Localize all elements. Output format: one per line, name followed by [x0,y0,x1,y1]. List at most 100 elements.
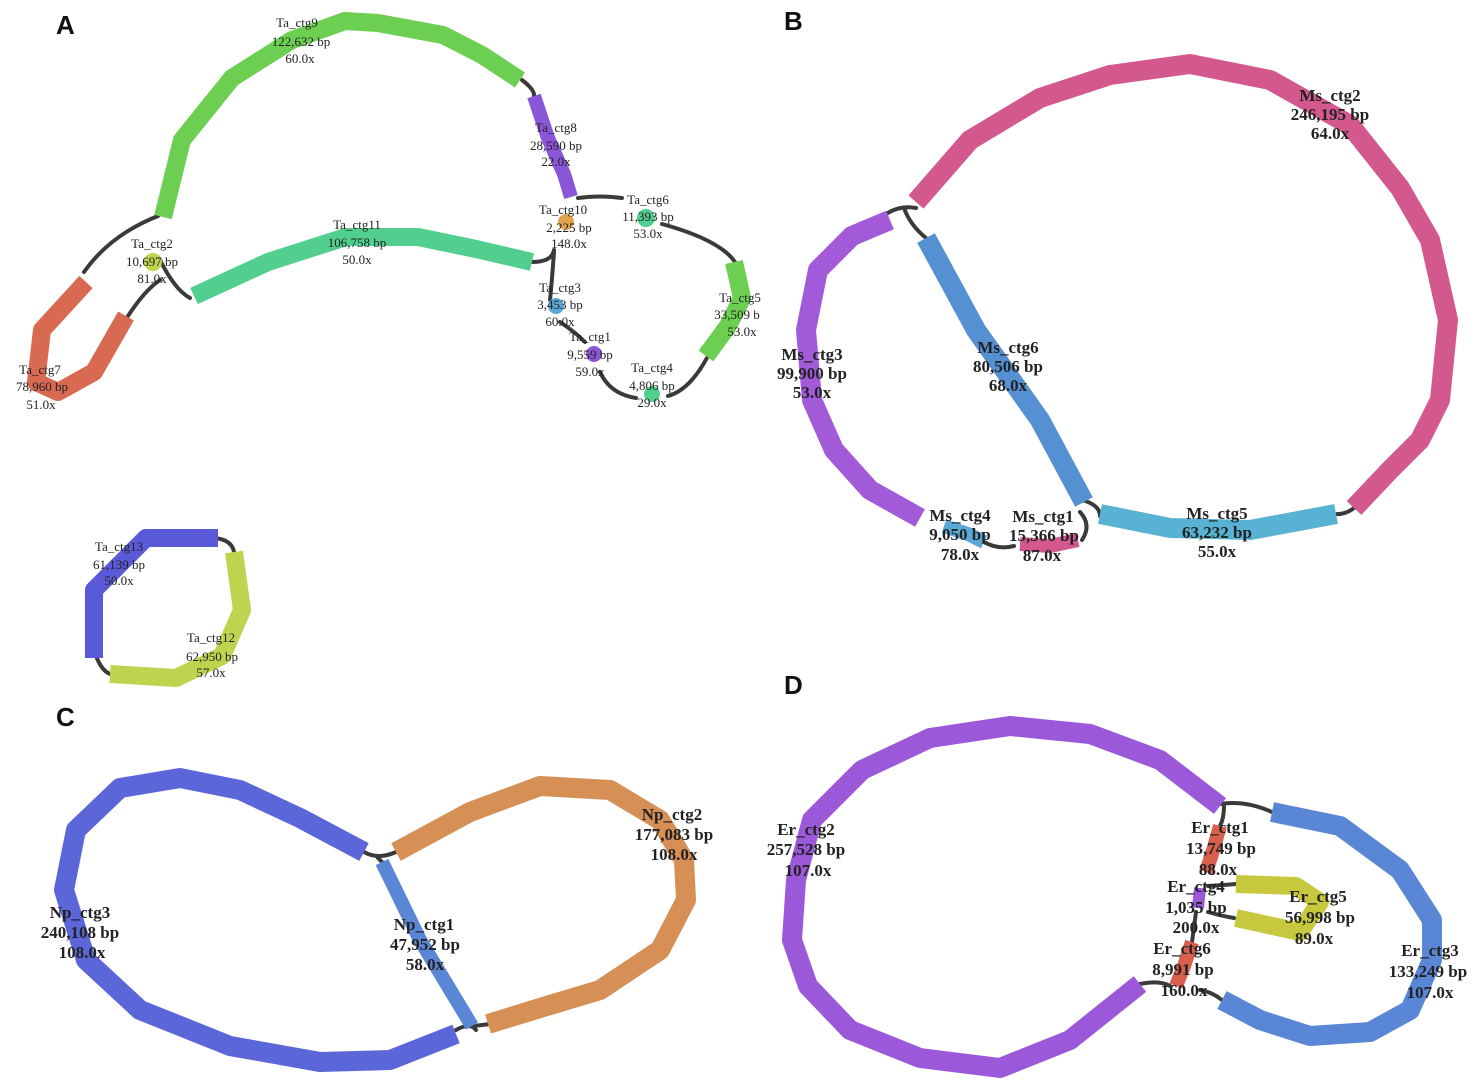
link-b [1078,510,1089,542]
panel-b: B Ms_ctg2 246,195 bp 64.0x Ms_ctg6 80,50… [777,6,1458,565]
link-a [158,258,192,300]
panel-letter-a: A [56,10,75,40]
svg-text:99,900 bp: 99,900 bp [777,364,847,383]
label-ta-ctg9: Ta_ctg9 122,632 bp 60.0x [272,15,331,66]
svg-text:29.0x: 29.0x [637,395,667,410]
svg-text:Np_ctg3: Np_ctg3 [50,903,110,922]
link-b [1080,498,1102,518]
label-ta-ctg10: Ta_ctg10 2,225 bp 148.0x [539,202,592,251]
label-ms-ctg5: Ms_ctg5 63,232 bp 55.0x [1182,504,1252,561]
svg-text:4,806 bp: 4,806 bp [629,378,675,393]
label-ta-ctg2: Ta_ctg2 10,697 bp 81.0x [126,236,178,286]
label-ta-ctg7: Ta_ctg7 78,960 bp 51.0x [16,362,68,412]
link-a [598,370,638,400]
panel-a: A Ta_ctg9 122,632 bp 60 [16,10,761,687]
contig-er-ctg3 [1217,802,1442,1046]
link-a [576,194,624,200]
link-d [1206,910,1236,920]
node-ta-ctg6 [637,209,655,227]
svg-text:55.0x: 55.0x [1198,542,1237,561]
svg-text:Np_ctg1: Np_ctg1 [394,915,454,934]
label-er-ctg2: Er_ctg2 257,528 bp 107.0x [767,820,845,880]
link-a [558,320,587,344]
svg-text:89.0x: 89.0x [1295,929,1334,948]
svg-text:68.0x: 68.0x [989,376,1028,395]
label-ms-ctg6: Ms_ctg6 80,506 bp 68.0x [973,338,1043,395]
svg-text:9,559 bp: 9,559 bp [567,347,613,362]
svg-text:Ms_ctg3: Ms_ctg3 [781,345,842,364]
node-ta-ctg1 [586,346,602,362]
svg-text:88.0x: 88.0x [1199,860,1238,879]
link-b [1332,506,1356,517]
contig-ta-ctg8 [527,93,578,200]
contig-np-ctg1 [375,858,478,1030]
link-d [1218,804,1226,828]
svg-text:160.0x: 160.0x [1161,981,1208,1000]
svg-text:Ta_ctg11: Ta_ctg11 [333,217,381,232]
label-er-ctg1: Er_ctg1 13,749 bp 88.0x [1186,818,1256,879]
label-er-ctg6: Er_ctg6 8,991 bp 160.0x [1152,939,1213,1000]
panel-letter-c: C [56,702,75,732]
svg-text:200.0x: 200.0x [1173,918,1220,937]
contig-er-ctg2 [782,716,1227,1078]
svg-text:Er_ctg3: Er_ctg3 [1401,941,1459,960]
node-ta-ctg10 [558,214,574,230]
link-c [376,856,384,864]
link-b [982,540,1016,550]
label-er-ctg5: Er_ctg5 56,998 bp 89.0x [1285,887,1355,948]
svg-text:257,528 bp: 257,528 bp [767,840,845,859]
contig-ta-ctg9 [154,12,525,220]
label-ta-ctg4: Ta_ctg4 4,806 bp 29.0x [629,360,675,410]
svg-text:Ms_ctg1: Ms_ctg1 [1012,507,1073,526]
label-ms-ctg1: Ms_ctg1 15,366 bp 87.0x [1009,507,1079,565]
svg-text:51.0x: 51.0x [26,397,56,412]
svg-text:133,249 bp: 133,249 bp [1389,962,1467,981]
contig-er-ctg4 [1192,887,1206,909]
panel-letter-d: D [784,670,803,700]
svg-text:78.0x: 78.0x [941,545,980,564]
svg-text:Er_ctg2: Er_ctg2 [777,820,835,839]
svg-text:122,632 bp: 122,632 bp [272,34,331,49]
svg-text:13,749 bp: 13,749 bp [1186,839,1256,858]
contig-ta-ctg5 [698,260,751,362]
svg-text:59.0x: 59.0x [575,364,605,379]
svg-text:3,453 bp: 3,453 bp [537,297,583,312]
svg-text:78,960 bp: 78,960 bp [16,379,68,394]
contig-np-ctg3 [54,768,460,1072]
svg-text:15,366 bp: 15,366 bp [1009,526,1079,545]
svg-text:60.0x: 60.0x [545,314,575,329]
contig-ta-ctg12 [109,550,251,687]
link-d [1138,980,1172,988]
svg-text:Er_ctg5: Er_ctg5 [1289,887,1347,906]
svg-text:81.0x: 81.0x [137,271,167,286]
link-a [126,278,162,318]
label-ms-ctg3: Ms_ctg3 99,900 bp 53.0x [777,345,847,402]
link-d [1190,910,1198,944]
contig-er-ctg1 [1199,824,1227,875]
contig-ms-ctg1 [1019,533,1080,553]
link-d [1218,801,1274,814]
svg-text:10,697 bp: 10,697 bp [126,254,178,269]
svg-text:2,225 bp: 2,225 bp [546,220,592,235]
label-np-ctg3: Np_ctg3 240,108 bp 108.0x [41,903,119,962]
svg-text:Ta_ctg13: Ta_ctg13 [95,539,143,554]
contig-np-ctg2 [391,776,696,1034]
link-a [520,78,537,98]
svg-text:Ta_ctg10: Ta_ctg10 [539,202,587,217]
contig-ta-ctg13 [85,529,218,658]
svg-text:Ta_ctg7: Ta_ctg7 [19,362,61,377]
node-ta-ctg3 [548,298,564,314]
svg-text:28,590 bp: 28,590 bp [530,138,582,153]
contig-ms-ctg4 [941,519,988,549]
svg-text:Er_ctg1: Er_ctg1 [1191,818,1249,837]
svg-text:Ta_ctg5: Ta_ctg5 [719,290,761,305]
panel-d: D Er_ctg2 257,528 bp 107.0x Er_ctg1 13,7… [767,670,1467,1078]
svg-text:Er_ctg4: Er_ctg4 [1167,877,1225,896]
label-ta-ctg8: Ta_ctg8 28,590 bp 22.0x [530,120,582,169]
svg-text:87.0x: 87.0x [1023,546,1062,565]
svg-text:148.0x: 148.0x [551,236,587,251]
label-er-ctg3: Er_ctg3 133,249 bp 107.0x [1389,941,1467,1002]
svg-text:47,952 bp: 47,952 bp [390,935,460,954]
label-ta-ctg3: Ta_ctg3 3,453 bp 60.0x [537,280,583,329]
svg-text:64.0x: 64.0x [1311,124,1350,143]
